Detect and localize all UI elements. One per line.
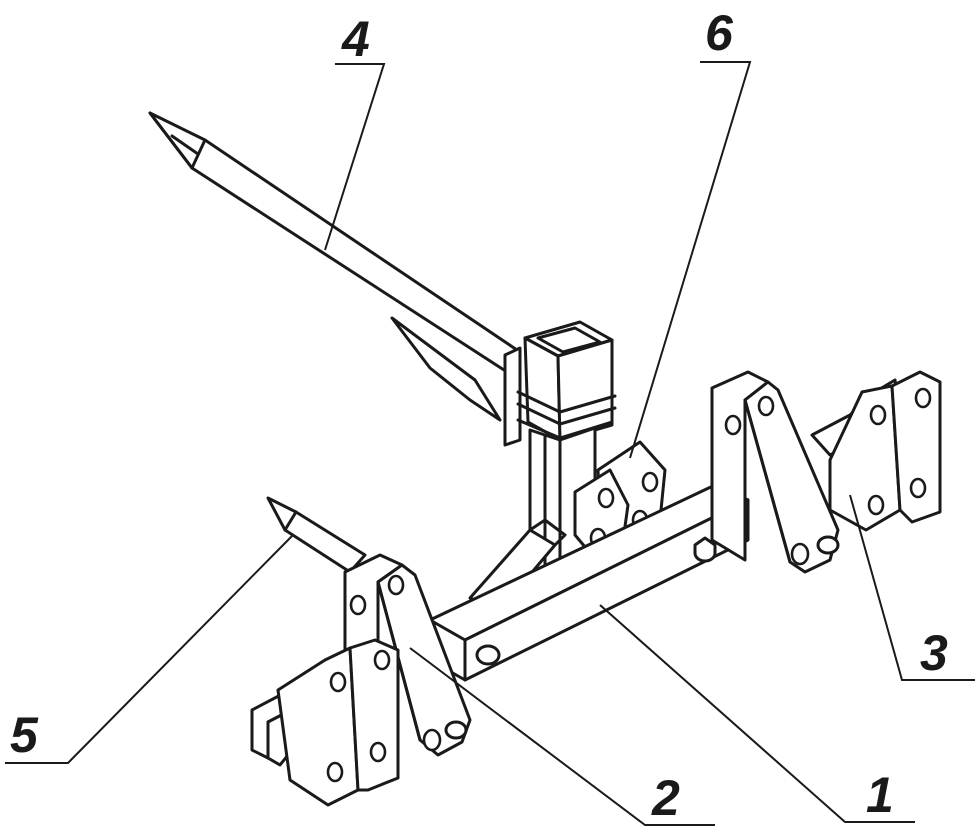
leader-5 (5, 535, 293, 764)
leader-lines (5, 61, 975, 826)
vertical-post (503, 320, 617, 592)
right-upright (710, 370, 840, 574)
long-rod (148, 111, 522, 422)
callout-3: 3 (920, 625, 948, 681)
callout-4: 4 (341, 11, 370, 67)
callout-2: 2 (651, 770, 680, 826)
right-mount-bracket (810, 370, 942, 532)
leader-4 (324, 63, 386, 251)
callout-1: 1 (866, 767, 894, 823)
callout-5: 5 (10, 707, 39, 763)
leader-2 (409, 647, 715, 826)
leader-3 (849, 494, 975, 681)
leader-1 (599, 604, 915, 823)
leader-6 (629, 61, 752, 459)
left-mount-bracket (250, 638, 400, 807)
short-rod (266, 496, 367, 574)
callout-6: 6 (705, 5, 734, 61)
callout-labels: 4 6 3 5 2 1 (10, 5, 948, 826)
